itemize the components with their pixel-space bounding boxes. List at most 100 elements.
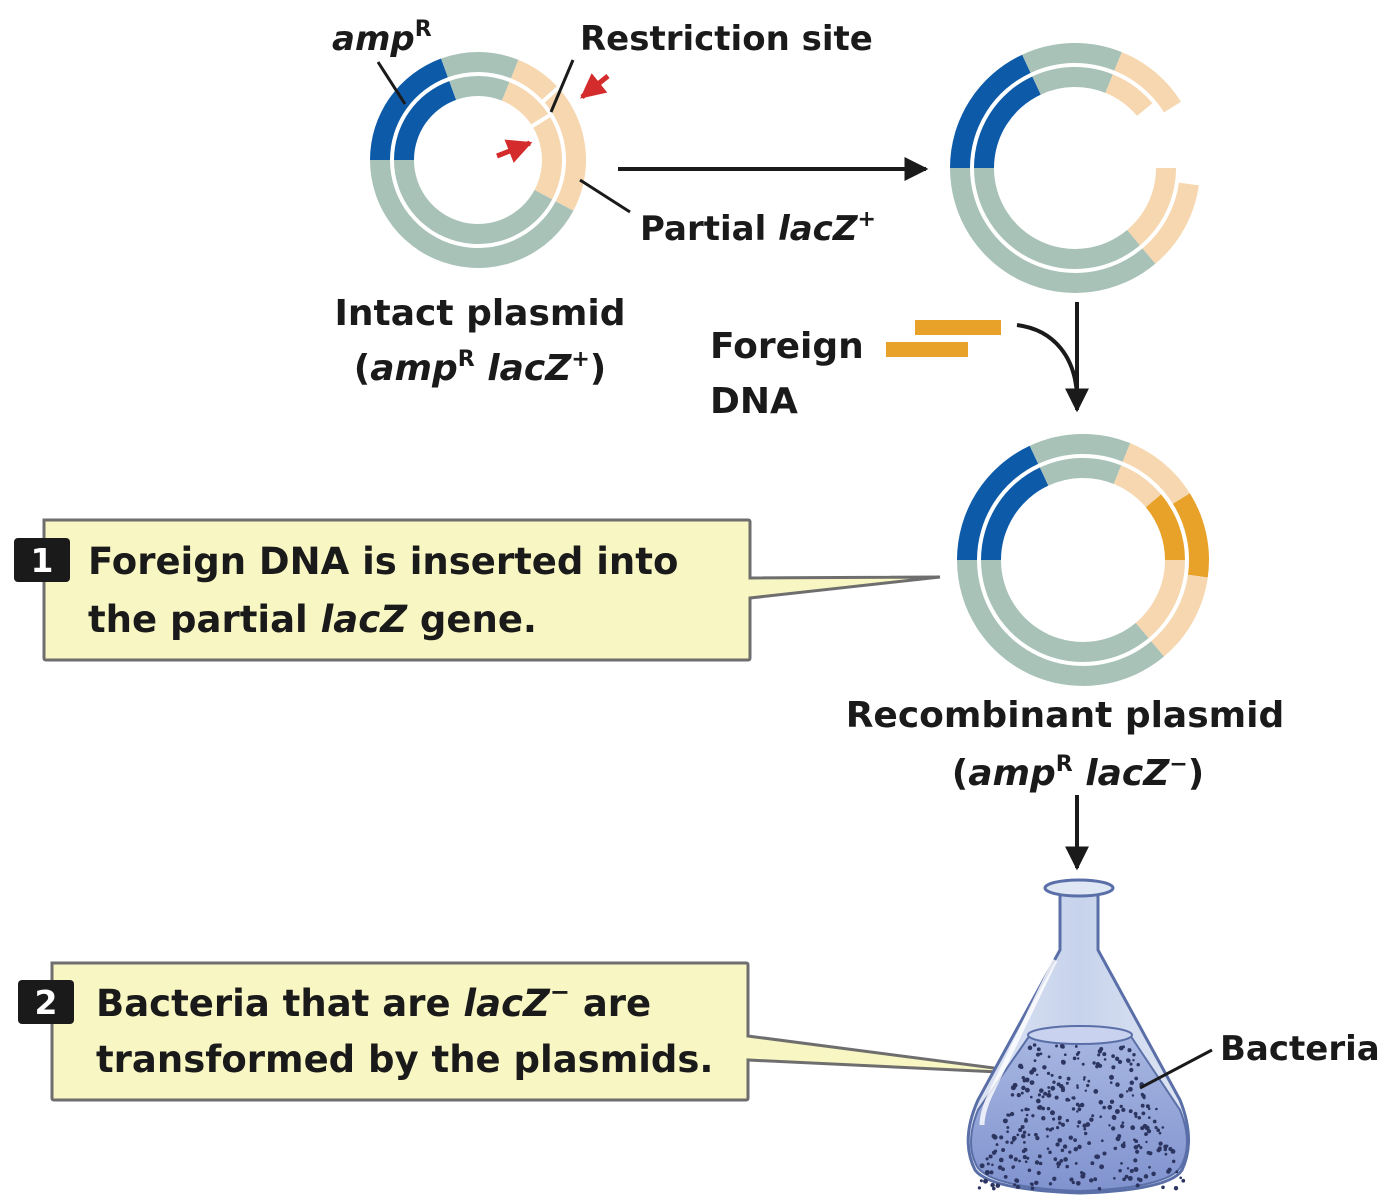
- bacterium: [1055, 1044, 1058, 1048]
- bacterium: [1161, 1126, 1165, 1129]
- recomb-inner-strand-gray2: [981, 560, 1149, 663]
- bacterium: [1020, 1108, 1024, 1112]
- bacterium: [1015, 1184, 1020, 1190]
- bacterium: [1021, 1085, 1026, 1091]
- bacterium: [1032, 1043, 1037, 1047]
- step-1-line2: the partial lacZ gene.: [88, 598, 537, 641]
- bacterium: [1013, 1183, 1017, 1187]
- bacterium: [1147, 1107, 1151, 1111]
- bacterium: [988, 1154, 993, 1159]
- recomb-outer-strand-foreign: [1172, 493, 1209, 578]
- foreign-dna-fragment-upper: [915, 320, 1001, 335]
- bacterium: [1076, 1110, 1079, 1113]
- intact-plasmid-genotype: (ampR lacZ+): [354, 347, 607, 389]
- bacterium: [1111, 1054, 1115, 1058]
- bacterium: [1152, 1119, 1157, 1124]
- bacterium: [1097, 1053, 1101, 1057]
- bacterium: [1039, 1052, 1043, 1056]
- bacterium: [1068, 1150, 1072, 1154]
- bacterium: [1135, 1149, 1140, 1154]
- cut-inner-strand-gray2: [974, 168, 1140, 269]
- recomb-outer-strand-amp: [957, 445, 1039, 560]
- bacterium: [991, 1150, 997, 1155]
- bacterium: [1107, 1104, 1113, 1110]
- bacterium: [1035, 1135, 1040, 1141]
- bacteria-label: Bacteria: [1220, 1029, 1380, 1069]
- bacterium: [1076, 1124, 1080, 1128]
- bacterium: [1053, 1157, 1058, 1161]
- bacterium: [1001, 1167, 1005, 1172]
- recombinant-plasmid-title: Recombinant plasmid: [846, 695, 1285, 736]
- bacterium: [991, 1163, 994, 1167]
- bacterium: [1065, 1164, 1069, 1169]
- bacterium: [1060, 1122, 1066, 1127]
- bacterium: [1043, 1091, 1048, 1096]
- bacterium: [1016, 1133, 1020, 1137]
- bacterium: [1027, 1045, 1033, 1051]
- bacterium: [986, 1162, 990, 1166]
- bacterium: [1137, 1116, 1142, 1120]
- bacterium: [1129, 1080, 1135, 1086]
- bacterium: [1026, 1156, 1030, 1160]
- bacterium: [1091, 1114, 1095, 1118]
- bacterium: [1036, 1170, 1041, 1176]
- bacterium: [995, 1183, 1001, 1188]
- bacterium: [1126, 1167, 1130, 1170]
- bacterium: [1121, 1121, 1125, 1125]
- bacterium: [1133, 1158, 1138, 1163]
- bacterium: [1109, 1099, 1115, 1104]
- bacterium: [1073, 1146, 1079, 1152]
- bacterium: [1124, 1174, 1129, 1179]
- bacterium: [1141, 1111, 1146, 1116]
- bacterium: [1009, 1111, 1015, 1117]
- bacterium: [1012, 1082, 1018, 1088]
- bacterium: [1046, 1071, 1051, 1076]
- cut-inner-strand-gray1: [1032, 67, 1113, 95]
- bacterium: [1093, 1089, 1099, 1094]
- bacterium: [1109, 1081, 1113, 1084]
- bacterium: [1077, 1144, 1082, 1150]
- cut-outer-strand-gray2: [950, 168, 1156, 294]
- bacterium: [1117, 1059, 1123, 1065]
- bacterium: [1148, 1151, 1153, 1156]
- step-1-number: 1: [31, 541, 54, 580]
- bacterium: [1047, 1090, 1051, 1093]
- cut-inner-strand-lacz2: [1127, 168, 1176, 246]
- bacterium: [1024, 1160, 1028, 1164]
- bacterium: [1082, 1078, 1086, 1081]
- bacterium: [1046, 1092, 1052, 1098]
- bacterium: [1052, 1117, 1056, 1121]
- bacterium: [1151, 1171, 1156, 1177]
- bacterium: [1002, 1118, 1008, 1124]
- bacterium: [1136, 1063, 1140, 1067]
- amp-label: ampR: [332, 17, 432, 59]
- bacterium: [1113, 1146, 1118, 1151]
- bacterium: [1171, 1159, 1176, 1164]
- bacterium: [1006, 1130, 1009, 1134]
- bacterium: [1134, 1076, 1139, 1081]
- bacterium: [1144, 1132, 1148, 1136]
- bacterium: [1060, 1088, 1066, 1093]
- bacterium: [1041, 1095, 1045, 1099]
- bacterium: [1024, 1117, 1028, 1121]
- bacterium: [1003, 1175, 1008, 1179]
- bacterium: [1011, 1165, 1015, 1169]
- bacterium: [1127, 1175, 1133, 1181]
- bacterium: [1036, 1047, 1041, 1052]
- bacterium: [1065, 1118, 1070, 1123]
- bacterium: [1156, 1128, 1161, 1133]
- bacterium: [1011, 1135, 1017, 1141]
- bacterium: [1074, 1161, 1078, 1165]
- bacterium: [1065, 1081, 1069, 1085]
- bacterium: [1113, 1176, 1116, 1180]
- intact-outer-strand-amp: [369, 58, 448, 160]
- bacterium: [1157, 1146, 1162, 1151]
- bacterium: [1134, 1139, 1139, 1144]
- step-1-number-badge: [14, 538, 70, 582]
- bacterium: [1077, 1057, 1080, 1060]
- bacterium: [1099, 1115, 1103, 1119]
- bacterium: [1122, 1177, 1126, 1182]
- bacterium: [1089, 1178, 1094, 1183]
- bacterium: [1006, 1113, 1010, 1117]
